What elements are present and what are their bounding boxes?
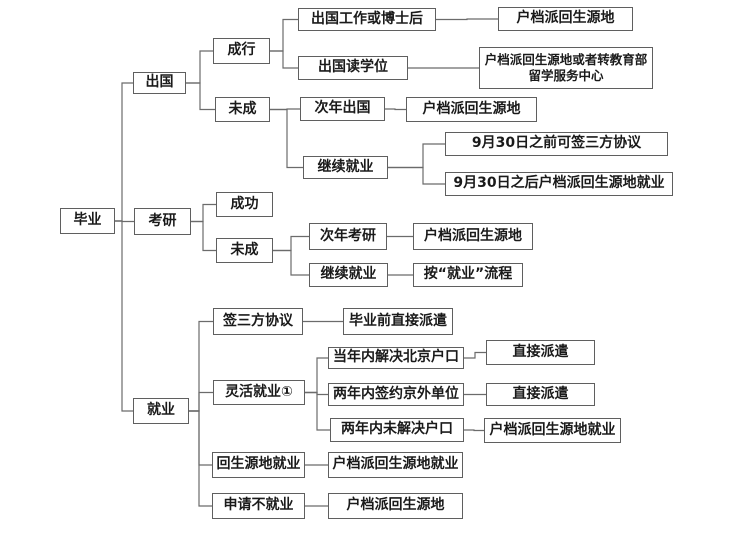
flow-node-jiuye: 就业 [133, 398, 189, 424]
flow-node-chengxing: 成行 [213, 38, 270, 64]
edge-jiuye-huishengyuandi [189, 410, 212, 466]
flow-node-hd_jiuye3: 户档派回生源地就业 [328, 452, 463, 478]
flow-node-cn_kaoyan: 次年考研 [309, 223, 387, 250]
flow-node-jx_jiuye2: 继续就业 [309, 263, 388, 287]
flow-node-kaoyan: 考研 [134, 208, 191, 235]
edge-kaoyan-weicheng2 [191, 220, 216, 252]
edge-dn_beijing-zj_paiqian1 [464, 351, 486, 359]
edge-biye-jiuye [115, 220, 133, 412]
flow-node-sep30_before: 9月30日之前可签三方协议 [445, 132, 668, 156]
edge-linghuo-ln_hukou [305, 391, 330, 431]
flow-node-hd_jiuye2: 户档派回生源地就业 [484, 418, 621, 443]
flow-node-hd1: 户档派回生源地 [498, 7, 633, 31]
flow-node-dn_beijing: 当年内解决北京户口 [328, 347, 464, 369]
flow-node-ln_hukou: 两年内未解决户口 [330, 418, 464, 442]
flow-node-sep30_after: 9月30日之后户档派回生源地就业 [445, 172, 673, 196]
flow-node-zj_paiqian1: 直接派遣 [486, 340, 595, 365]
edge-linghuo-dn_beijing [305, 357, 328, 394]
flow-node-huishengyuandi: 回生源地就业 [212, 452, 305, 478]
edge-weicheng2-jx_jiuye2 [273, 249, 309, 276]
flow-node-hd_big: 户档派回生源地或者转教育部留学服务中心 [479, 47, 653, 89]
edge-weicheng1-jx_jiuye1 [270, 108, 303, 169]
flow-node-linghuo: 灵活就业① [213, 380, 305, 405]
edge-ln_hukou-hd_jiuye2 [464, 429, 484, 432]
flow-node-hd2: 户档派回生源地 [406, 97, 537, 122]
edge-chuguo-weicheng1 [186, 82, 215, 111]
flow-node-chuguo: 出国 [133, 72, 186, 94]
flow-node-biye: 毕业 [60, 208, 115, 234]
edge-jiuye-qian_sanfang [189, 320, 213, 412]
flow-node-weicheng2: 未成 [216, 238, 273, 263]
flow-node-hd4: 户档派回生源地 [328, 493, 463, 519]
flow-node-ln_jingwai: 两年内签约京外单位 [328, 383, 464, 406]
edge-kaoyan-chenggong [191, 203, 216, 223]
edge-chengxing-cg_degree [270, 50, 298, 69]
flow-node-jx_jiuye1: 继续就业 [303, 156, 388, 179]
edge-jx_jiuye1-sep30_before [388, 143, 445, 169]
flow-node-chenggong: 成功 [216, 192, 273, 217]
flow-node-hd3: 户档派回生源地 [413, 223, 533, 250]
edge-cn_chuguo-hd2 [385, 108, 406, 111]
edge-chengxing-cg_work [270, 18, 298, 52]
edge-jiuye-linghuo [189, 391, 213, 412]
edge-weicheng2-cn_kaoyan [273, 235, 309, 252]
flow-node-qian_sanfang: 签三方协议 [213, 308, 303, 335]
edge-cg_work-hd1 [436, 18, 498, 21]
flow-node-cg_degree: 出国读学位 [298, 56, 408, 80]
flow-node-by_direct: 毕业前直接派遣 [343, 308, 453, 335]
edge-jiuye-shenqing [189, 410, 212, 507]
flow-node-an_jiuye: 按“就业”流程 [413, 263, 523, 287]
flow-node-zj_paiqian2: 直接派遣 [486, 383, 595, 406]
flow-node-shenqing: 申请不就业 [212, 493, 305, 519]
flow-node-cg_work: 出国工作或博士后 [298, 8, 436, 31]
flow-node-weicheng1: 未成 [215, 97, 270, 122]
flow-node-cn_chuguo: 次年出国 [300, 97, 385, 121]
edge-jx_jiuye1-sep30_after [388, 166, 445, 185]
edge-biye-chuguo [115, 82, 133, 222]
edge-chuguo-chengxing [186, 50, 213, 84]
